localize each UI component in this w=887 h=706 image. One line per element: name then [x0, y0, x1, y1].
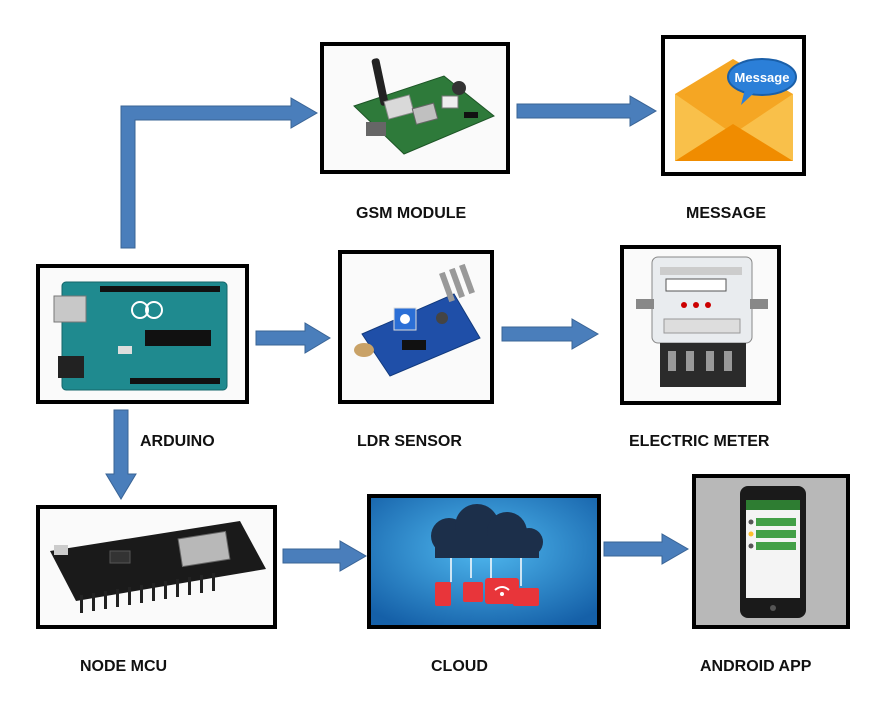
node-gsm-module	[320, 42, 510, 174]
arduino-board-image	[40, 268, 245, 400]
arrow-arduino-to-gsm	[120, 97, 319, 249]
node-ldr-sensor	[338, 250, 494, 404]
arrow-arduino-to-ldr	[255, 322, 331, 354]
label-electric-meter: ELECTRIC METER	[629, 433, 770, 450]
arrow-nodemcu-to-cloud	[282, 540, 368, 572]
node-cloud	[367, 494, 601, 629]
node-arduino	[36, 264, 249, 404]
label-ldr-sensor: LDR SENSOR	[357, 433, 462, 450]
label-android-app: ANDROID APP	[700, 658, 812, 675]
node-electric-meter	[620, 245, 781, 405]
label-gsm-module: GSM MODULE	[356, 205, 467, 222]
gsm-module-image	[324, 46, 506, 170]
cloud-network-image	[371, 498, 597, 625]
arrow-cloud-to-android	[603, 533, 690, 565]
node-android-app	[692, 474, 850, 629]
arrow-arduino-to-nodemcu	[105, 409, 137, 500]
android-app-image	[696, 478, 846, 625]
nodemcu-board-image	[40, 509, 273, 625]
arrow-ldr-to-meter	[501, 318, 600, 350]
node-nodemcu	[36, 505, 277, 629]
message-envelope-icon: Message	[665, 39, 802, 172]
electric-meter-image	[624, 249, 777, 401]
label-arduino: ARDUINO	[140, 433, 215, 450]
node-message: Message	[661, 35, 806, 176]
ldr-sensor-image	[342, 254, 490, 400]
message-bubble-text: Message	[735, 70, 790, 85]
label-message: MESSAGE	[686, 205, 767, 222]
label-cloud: CLOUD	[431, 658, 488, 675]
arrow-gsm-to-message	[516, 95, 658, 127]
label-nodemcu: NODE MCU	[80, 658, 168, 675]
